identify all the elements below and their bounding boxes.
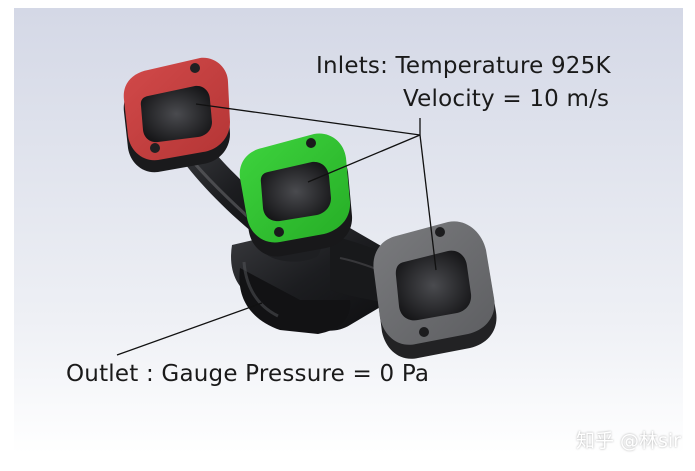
- inlet-condition-velocity: Velocity = 10 m/s: [403, 86, 610, 112]
- leader-line-inlet-right: [419, 134, 437, 271]
- inlet-condition-temperature: Inlets: Temperature 925K: [316, 53, 611, 79]
- watermark: 知乎 @林sir: [575, 430, 681, 452]
- leader-line-outlet: [116, 302, 263, 356]
- inlet-flange-middle: [239, 133, 353, 257]
- inlet-flange-left: [123, 57, 230, 173]
- leader-line-inlet-middle: [307, 134, 421, 183]
- leader-line-inlet-left: [195, 103, 421, 136]
- leader-lines: [116, 103, 437, 356]
- outlet-condition-label: Outlet : Gauge Pressure = 0 Pa: [66, 361, 430, 387]
- flange-right: [373, 221, 497, 359]
